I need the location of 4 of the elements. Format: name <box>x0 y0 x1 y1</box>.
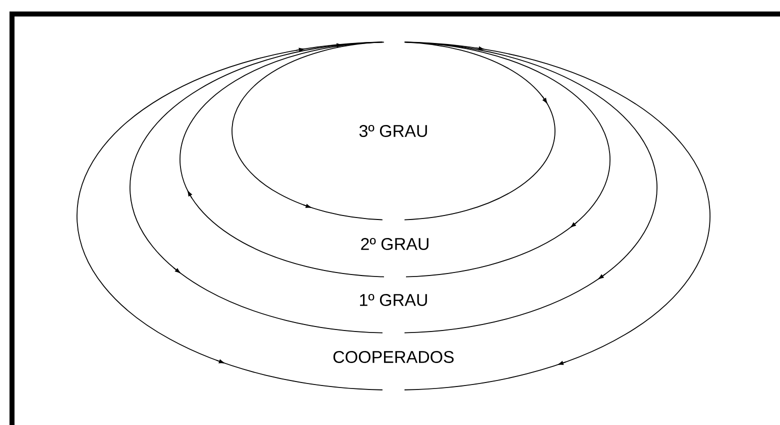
ring-label: COOPERADOS <box>333 350 454 363</box>
ring-label: 3º GRAU <box>359 124 427 138</box>
ring-label: 1º GRAU <box>360 294 427 306</box>
ring-label: 2º GRAU <box>361 238 428 250</box>
